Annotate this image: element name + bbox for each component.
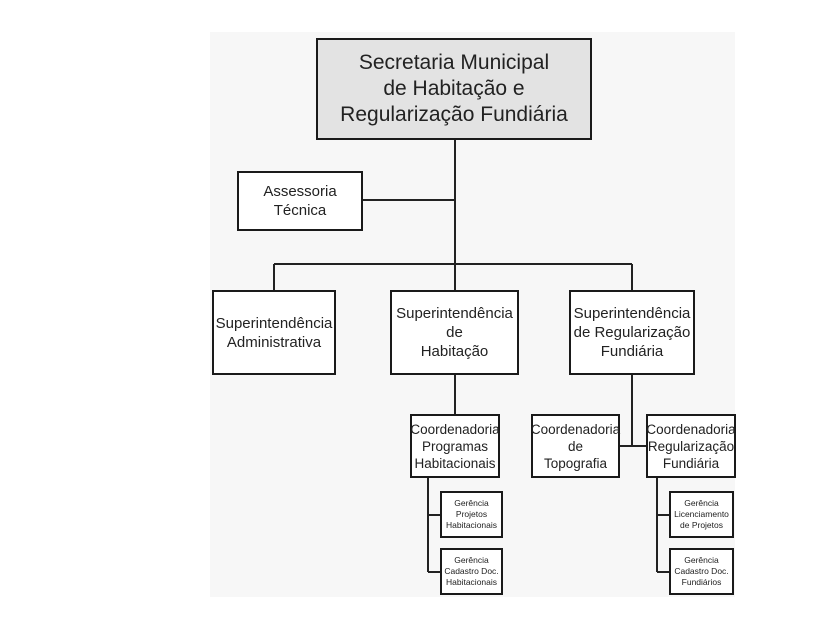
box-superintendencia-habitacao-label: Superintendência de Habitação bbox=[396, 305, 513, 360]
box-gerencia-cadastro-fundiarios-label: Gerência Cadastro Doc. Fundiários bbox=[674, 555, 729, 587]
box-superintendencia-regularizacao: Superintendência de Regularização Fundiá… bbox=[569, 290, 695, 375]
box-superintendencia-regularizacao-label: Superintendência de Regularização Fundiá… bbox=[573, 305, 691, 360]
box-gerencia-projetos-label: Gerência Projetos Habitacionais bbox=[445, 498, 498, 530]
box-gerencia-licenciamento-label: Gerência Licenciamento de Projetos bbox=[674, 498, 729, 530]
box-gerencia-cadastro-habitacionais-label: Gerência Cadastro Doc. Habitacionais bbox=[444, 555, 499, 587]
box-superintendencia-administrativa: Superintendência Administrativa bbox=[212, 290, 336, 375]
box-coordenadoria-regularizacao: Coordenadoria Regularização Fundiária bbox=[646, 414, 736, 478]
box-superintendencia-habitacao: Superintendência de Habitação bbox=[390, 290, 519, 375]
box-gerencia-cadastro-habitacionais: Gerência Cadastro Doc. Habitacionais bbox=[440, 548, 503, 595]
box-gerencia-licenciamento: Gerência Licenciamento de Projetos bbox=[669, 491, 734, 538]
box-coordenadoria-programas: Coordenadoria Programas Habitacionais bbox=[410, 414, 500, 478]
box-gerencia-projetos: Gerência Projetos Habitacionais bbox=[440, 491, 503, 538]
box-secretaria-municipal: Secretaria Municipal de Habitação e Regu… bbox=[316, 38, 592, 140]
box-coordenadoria-topografia: Coordenadoria de Topografia bbox=[531, 414, 620, 478]
box-assessoria-tecnica-label: Assessoria Técnica bbox=[263, 183, 337, 219]
box-assessoria-tecnica: Assessoria Técnica bbox=[237, 171, 363, 231]
box-secretaria-municipal-label: Secretaria Municipal de Habitação e Regu… bbox=[340, 51, 568, 126]
box-gerencia-cadastro-fundiarios: Gerência Cadastro Doc. Fundiários bbox=[669, 548, 734, 595]
box-coordenadoria-topografia-label: Coordenadoria de Topografia bbox=[530, 421, 621, 471]
box-superintendencia-administrativa-label: Superintendência Administrativa bbox=[215, 314, 333, 351]
box-coordenadoria-programas-label: Coordenadoria Programas Habitacionais bbox=[410, 421, 500, 471]
box-coordenadoria-regularizacao-label: Coordenadoria Regularização Fundiária bbox=[646, 421, 736, 471]
